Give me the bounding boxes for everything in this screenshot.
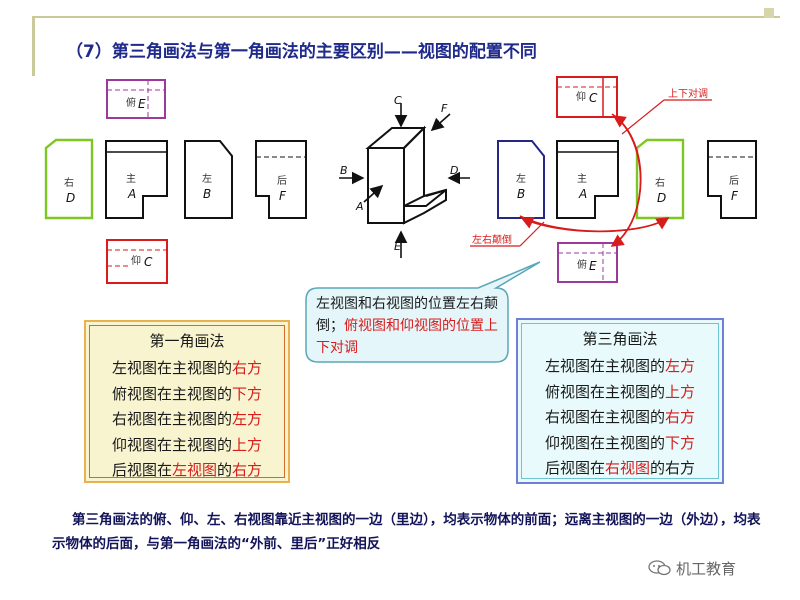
- callout-text: 左视图和右视图的位置左右颠倒；俯视图和仰视图的位置上下对调: [316, 293, 504, 359]
- first-angle-line: 俯视图在主视图的下方: [96, 382, 278, 408]
- first-back-view-letter: F: [279, 189, 287, 203]
- first-angle-line: 左视图在主视图的右方: [96, 356, 278, 382]
- callout-highlight: 俯视图和仰视图的位置上下对调: [316, 318, 498, 356]
- third-angle-line: 左视图在主视图的左方: [528, 354, 712, 380]
- arrow-a-label: A: [355, 200, 364, 213]
- third-angle-box: 第三角画法 左视图在主视图的左方 俯视图在主视图的上方 右视图在主视图的右方 仰…: [516, 318, 724, 484]
- first-main-view-A: 主 A: [105, 140, 168, 219]
- line-text: 右视图在主视图的: [544, 408, 665, 426]
- line-text: 左视图在主视图的: [544, 357, 665, 375]
- first-main-view-label: 主: [126, 173, 136, 185]
- line-highlight: 右方: [232, 359, 263, 377]
- line-highlight: 右方: [665, 408, 696, 426]
- view-direction-arrows: C F B D A E: [339, 94, 470, 258]
- third-angle-line: 右视图在主视图的右方: [528, 405, 712, 431]
- arrow-e-label: E: [394, 240, 401, 253]
- line-text: 的: [217, 461, 233, 479]
- first-bottom-view-C: 仰 C: [106, 239, 168, 284]
- arrow-c-label: C: [394, 94, 402, 107]
- arrow-b-label: B: [340, 164, 348, 177]
- line-text: 左视图在主视图的: [111, 359, 232, 377]
- first-bottom-view-letter: C: [144, 255, 153, 269]
- first-right-view-D: 右 D: [44, 138, 94, 220]
- first-top-view-letter: E: [138, 97, 146, 111]
- first-left-view-B: 左 B: [184, 140, 233, 219]
- third-back-view-label: 后: [729, 175, 739, 187]
- line-highlight: 左方: [665, 357, 696, 375]
- line-highlight: 上方: [665, 382, 696, 401]
- first-angle-line: 仰视图在主视图的上方: [96, 433, 278, 459]
- isometric-object: [365, 125, 447, 225]
- wechat-icon: [648, 560, 671, 576]
- first-angle-line: 后视图在左视图的右方: [96, 458, 278, 484]
- third-bottom-view-label: 俯: [577, 258, 587, 271]
- third-right-view-letter: D: [657, 191, 666, 205]
- line-highlight: 左视图: [171, 461, 217, 479]
- first-angle-heading: 第一角画法: [149, 332, 225, 350]
- page-title: （7）第三角画法与第一角画法的主要区别——视图的配置不同: [66, 42, 537, 62]
- third-bottom-view-E: 俯 E: [557, 242, 618, 283]
- third-top-view-C: 仰 C: [556, 76, 618, 118]
- third-bottom-view-letter: E: [589, 259, 597, 273]
- line-text: 俯视图在主视图的: [544, 382, 665, 401]
- first-back-view-F: 后 F: [255, 140, 307, 219]
- swap-updown-label: 上下对调: [668, 87, 708, 100]
- summary-note: 第三角画法的俯、仰、左、右视图靠近主视图的一边（里边），均表示物体的前面；远离主…: [52, 512, 761, 552]
- first-angle-box: 第一角画法 左视图在主视图的右方 俯视图在主视图的下方 右视图在主视图的左方 仰…: [84, 320, 290, 483]
- swap-arrows: [470, 99, 712, 247]
- first-angle-line: 右视图在主视图的左方: [96, 407, 278, 433]
- line-text: 后视图在: [544, 459, 605, 477]
- first-back-view-label: 后: [277, 175, 287, 187]
- third-main-view-label: 主: [577, 173, 587, 185]
- third-left-view-label: 左: [516, 172, 526, 185]
- third-angle-heading: 第三角画法: [582, 330, 658, 348]
- line-highlight: 右视图: [604, 459, 650, 477]
- projection-diagram: 俯 E 右 D 主 A 左 B 后 F 仰 C: [44, 76, 757, 284]
- swap-leftright-label: 左右颠倒: [472, 233, 512, 246]
- first-bottom-view-label: 仰: [131, 255, 141, 267]
- third-angle-line: 仰视图在主视图的下方: [528, 431, 712, 457]
- first-left-view-label: 右: [64, 176, 74, 189]
- first-top-view-E: 俯 E: [106, 79, 166, 119]
- third-right-view-label: 右: [655, 176, 665, 189]
- brand-logo: 机工教育: [676, 560, 737, 578]
- line-highlight: 下方: [665, 433, 696, 452]
- line-text: 右视图在主视图的: [111, 410, 232, 428]
- third-top-view-label: 仰: [576, 91, 586, 103]
- third-left-view-B: 左 B: [497, 140, 545, 219]
- third-angle-line: 后视图在右视图的右方: [528, 456, 712, 482]
- third-angle-line: 俯视图在主视图的上方: [528, 380, 712, 406]
- first-leftview-label: 左: [202, 172, 212, 185]
- line-text: 俯视图在主视图的: [111, 384, 232, 403]
- first-main-view-letter: A: [127, 187, 136, 201]
- first-left-view-letter: D: [66, 191, 75, 205]
- first-top-view-label: 俯: [126, 96, 136, 109]
- third-left-view-letter: B: [517, 187, 525, 201]
- arrow-d-label: D: [450, 164, 458, 177]
- header-square: [764, 8, 774, 18]
- line-highlight: 左方: [232, 410, 263, 428]
- line-highlight: 下方: [232, 384, 263, 403]
- arrow-f-label: F: [441, 102, 448, 115]
- header-rule-left: [32, 16, 35, 76]
- line-highlight: 右方: [232, 461, 263, 479]
- third-top-view-letter: C: [589, 91, 598, 105]
- third-back-view-F: 后 F: [707, 140, 757, 219]
- line-text: 后视图在: [111, 461, 172, 479]
- third-main-view-A: 主 A: [556, 140, 619, 219]
- line-text: 仰视图在主视图的: [544, 433, 665, 452]
- third-main-view-letter: A: [578, 187, 587, 201]
- line-highlight: 上方: [232, 435, 263, 454]
- line-text: 的右方: [650, 459, 696, 477]
- callout-bubble: [305, 261, 541, 363]
- line-text: 仰视图在主视图的: [111, 435, 232, 454]
- callout-plain: 左视图和右视图的位置左右颠倒；: [316, 296, 498, 334]
- third-back-view-letter: F: [731, 189, 739, 203]
- header-rule-top: [32, 16, 780, 18]
- first-leftview-letter: B: [203, 187, 211, 201]
